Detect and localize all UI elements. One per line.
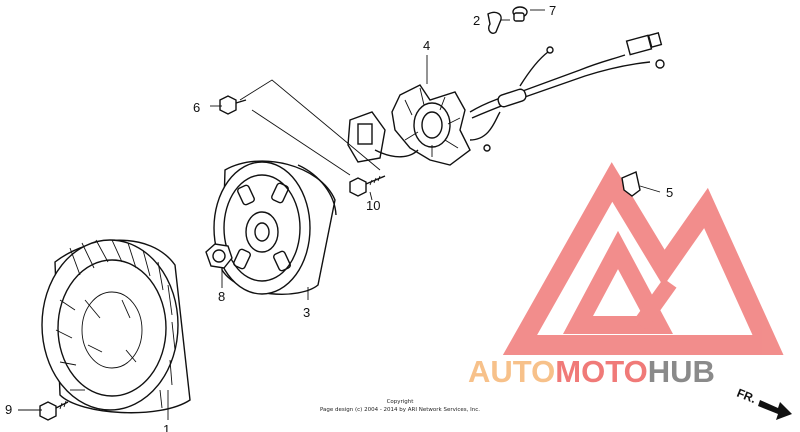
callout-3-label: 3 <box>303 305 310 320</box>
callout-leaders <box>18 9 661 420</box>
screw-7-part <box>512 6 528 22</box>
callout-2-label: 2 <box>473 13 480 28</box>
front-arrow-icon <box>758 400 792 420</box>
copyright-notice: Page design (c) 2004 - 2014 by ARI Netwo… <box>320 407 480 413</box>
fan-blades <box>55 239 176 409</box>
watermark-brand-auto: AUTO <box>468 354 555 389</box>
front-marker-label: FR. <box>735 386 758 406</box>
watermark-brand-text: AUTOMOTOHUB <box>468 354 715 389</box>
callout-5-label: 5 <box>666 185 673 200</box>
bolt-10-part <box>349 175 386 197</box>
stator-assembly-part <box>347 32 665 166</box>
watermark-logo-icon <box>502 162 784 355</box>
clamp-2-part <box>487 11 502 34</box>
flywheel-nut-part <box>205 243 233 269</box>
clamp-5-part <box>621 171 641 197</box>
cooling-fan-part <box>41 239 191 414</box>
callout-10-label: 10 <box>366 198 380 213</box>
bolt-6-part <box>219 95 247 115</box>
callout-1-label: 1 <box>163 422 170 432</box>
flywheel-part <box>213 160 337 295</box>
callout-4-label: 4 <box>423 38 430 53</box>
copyright-title: Copyright <box>387 399 415 405</box>
bolt-9-part <box>39 400 69 421</box>
callout-8-label: 8 <box>218 289 225 304</box>
watermark-brand-hub: HUB <box>648 354 715 389</box>
callout-7-label: 7 <box>549 3 556 18</box>
watermark-brand-moto: MOTO <box>555 354 647 389</box>
callout-9-label: 9 <box>5 402 12 417</box>
front-direction-marker: FR. <box>735 386 792 420</box>
callout-6-label: 6 <box>193 100 200 115</box>
